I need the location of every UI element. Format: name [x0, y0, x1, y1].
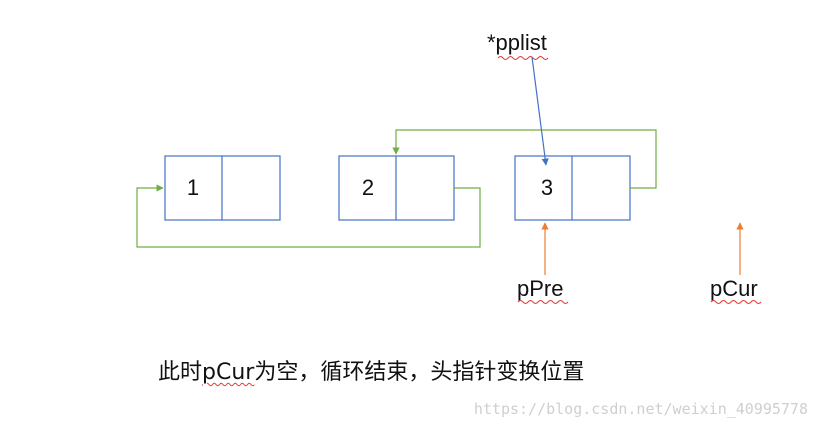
spellcheck-underline-head [497, 56, 549, 60]
caption-highlight: pCur [202, 360, 255, 385]
node-1-label: 1 [187, 175, 199, 200]
caption-suffix: 为空，循环结束，头指针变换位置 [254, 360, 585, 385]
head-pointer-arrow [531, 56, 549, 166]
node-3-label: 3 [541, 175, 553, 200]
caption-prefix: 此时 [158, 360, 203, 385]
node-3: 3 [514, 155, 631, 221]
watermark: https://blog.csdn.net/weixin_40995778 [473, 400, 808, 418]
link-arrow-node3-to-node2 [392, 129, 657, 189]
head-pointer-label: *pplist [487, 30, 547, 55]
node-2-label: 2 [362, 175, 374, 200]
cur-pointer-label: pCur [710, 276, 758, 301]
spellcheck-underline-prev [517, 300, 569, 304]
link-arrow-node2-to-node1 [136, 184, 481, 248]
node-1: 1 [164, 155, 281, 221]
caption: 此时pCur为空，循环结束，头指针变换位置 [158, 354, 584, 386]
prev-pointer-label: pPre [517, 276, 563, 301]
spellcheck-underline-cur [710, 300, 762, 304]
node-2: 2 [338, 155, 455, 221]
